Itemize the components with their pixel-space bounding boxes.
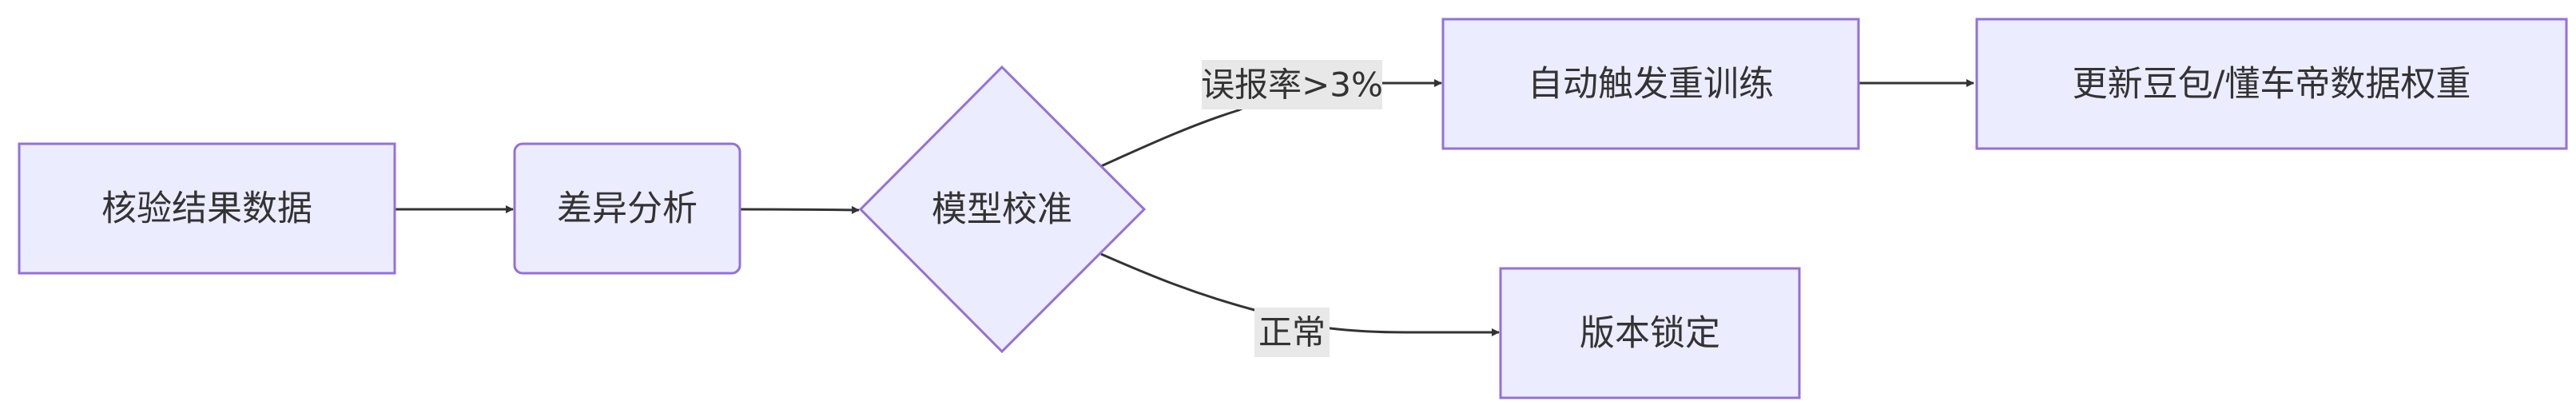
edge-diff-to-calib — [739, 205, 860, 214]
node-label: 模型校准 — [932, 189, 1072, 230]
node-model-calibration[interactable]: 模型校准 — [858, 65, 1147, 354]
edge-label-high-false-alarm: 误报率>3% — [1201, 60, 1383, 109]
node-label: 版本锁定 — [1580, 313, 1720, 354]
node-label: 核验结果数据 — [101, 189, 312, 229]
node-auto-retrain[interactable]: 自动触发重训练 — [1441, 18, 1860, 150]
node-difference-analysis[interactable]: 差异分析 — [513, 142, 741, 275]
edge-label-text: 误报率>3% — [1201, 66, 1383, 105]
node-version-lock[interactable]: 版本锁定 — [1499, 267, 1801, 399]
edge-label-normal: 正常 — [1254, 308, 1330, 357]
node-label: 差异分析 — [557, 189, 698, 229]
node-label: 更新豆包/懂车帝数据权重 — [2073, 64, 2471, 105]
node-update-weights[interactable]: 更新豆包/懂车帝数据权重 — [1975, 18, 2568, 150]
node-label: 自动触发重训练 — [1528, 64, 1774, 105]
edge-label-text: 正常 — [1258, 313, 1326, 352]
node-verification-data[interactable]: 核验结果数据 — [18, 142, 396, 275]
